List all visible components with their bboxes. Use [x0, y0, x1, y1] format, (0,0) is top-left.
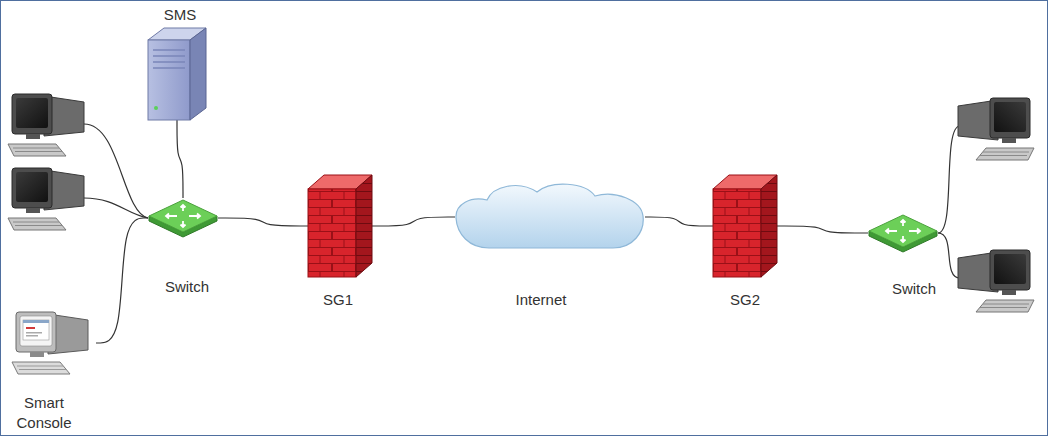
- switch-icon: [869, 215, 937, 252]
- network-link: [777, 226, 868, 233]
- firewall-front: [308, 189, 356, 277]
- firewall-side: [356, 175, 372, 277]
- node-label: SMS: [164, 5, 197, 25]
- server-node: SMS: [148, 28, 206, 120]
- wire: [938, 233, 960, 278]
- workstation-group: [958, 98, 1034, 312]
- network-link: [96, 218, 148, 343]
- firewall-node: SG2: [713, 175, 777, 277]
- network-link: [645, 217, 713, 226]
- wire: [938, 126, 960, 233]
- wire: [84, 198, 148, 218]
- node-outline: [868, 213, 938, 253]
- node-outline: [8, 300, 96, 386]
- workstation-icon: [8, 94, 84, 156]
- node-label: Internet: [516, 290, 567, 310]
- firewall-front: [713, 189, 761, 277]
- switch-icon: [149, 200, 217, 237]
- drive-slot: [153, 61, 185, 63]
- node-label: SG2: [730, 290, 760, 310]
- node-outline: [455, 182, 645, 252]
- wire: [84, 124, 148, 218]
- firewall-icon: [713, 175, 777, 277]
- workstation-icon: [8, 168, 84, 230]
- node-label: SG1: [323, 290, 353, 310]
- drive-slot: [153, 67, 185, 69]
- pc-wires: [84, 124, 960, 278]
- power-led: [154, 106, 158, 110]
- switch-node: Switch: [868, 213, 938, 253]
- server-icon: [148, 28, 206, 120]
- switch-top: [149, 200, 217, 232]
- node-outline: [713, 175, 777, 277]
- firewall-side: [761, 175, 777, 277]
- network-link: [372, 217, 455, 226]
- node-label: Smart Console: [9, 393, 79, 433]
- console-icon: [12, 312, 88, 374]
- switch-arrows: [166, 205, 200, 227]
- cloud-shape: [456, 184, 643, 248]
- network-link: [177, 120, 183, 198]
- node-outline: [308, 175, 372, 277]
- switch-node: Switch: [148, 198, 218, 238]
- console-icon: [12, 312, 88, 374]
- drive-slot: [153, 49, 185, 51]
- switch-top: [869, 215, 937, 247]
- network-link: [218, 218, 308, 226]
- workstation-icon: [958, 250, 1034, 312]
- switch-arrows: [886, 220, 920, 242]
- server-side: [190, 28, 206, 120]
- firewall-node: SG1: [308, 175, 372, 277]
- node-outline: [148, 198, 218, 238]
- node-label: Switch: [165, 277, 209, 297]
- drive-slot: [153, 55, 185, 57]
- cloud-node: Internet: [455, 182, 645, 252]
- workstation-icon: [958, 98, 1034, 160]
- firewall-icon: [308, 175, 372, 277]
- node-outline: [148, 28, 206, 120]
- console-node: Smart Console: [8, 300, 96, 386]
- node-label: Switch: [892, 279, 936, 299]
- server-front: [148, 40, 190, 120]
- cloud-icon: [456, 184, 643, 248]
